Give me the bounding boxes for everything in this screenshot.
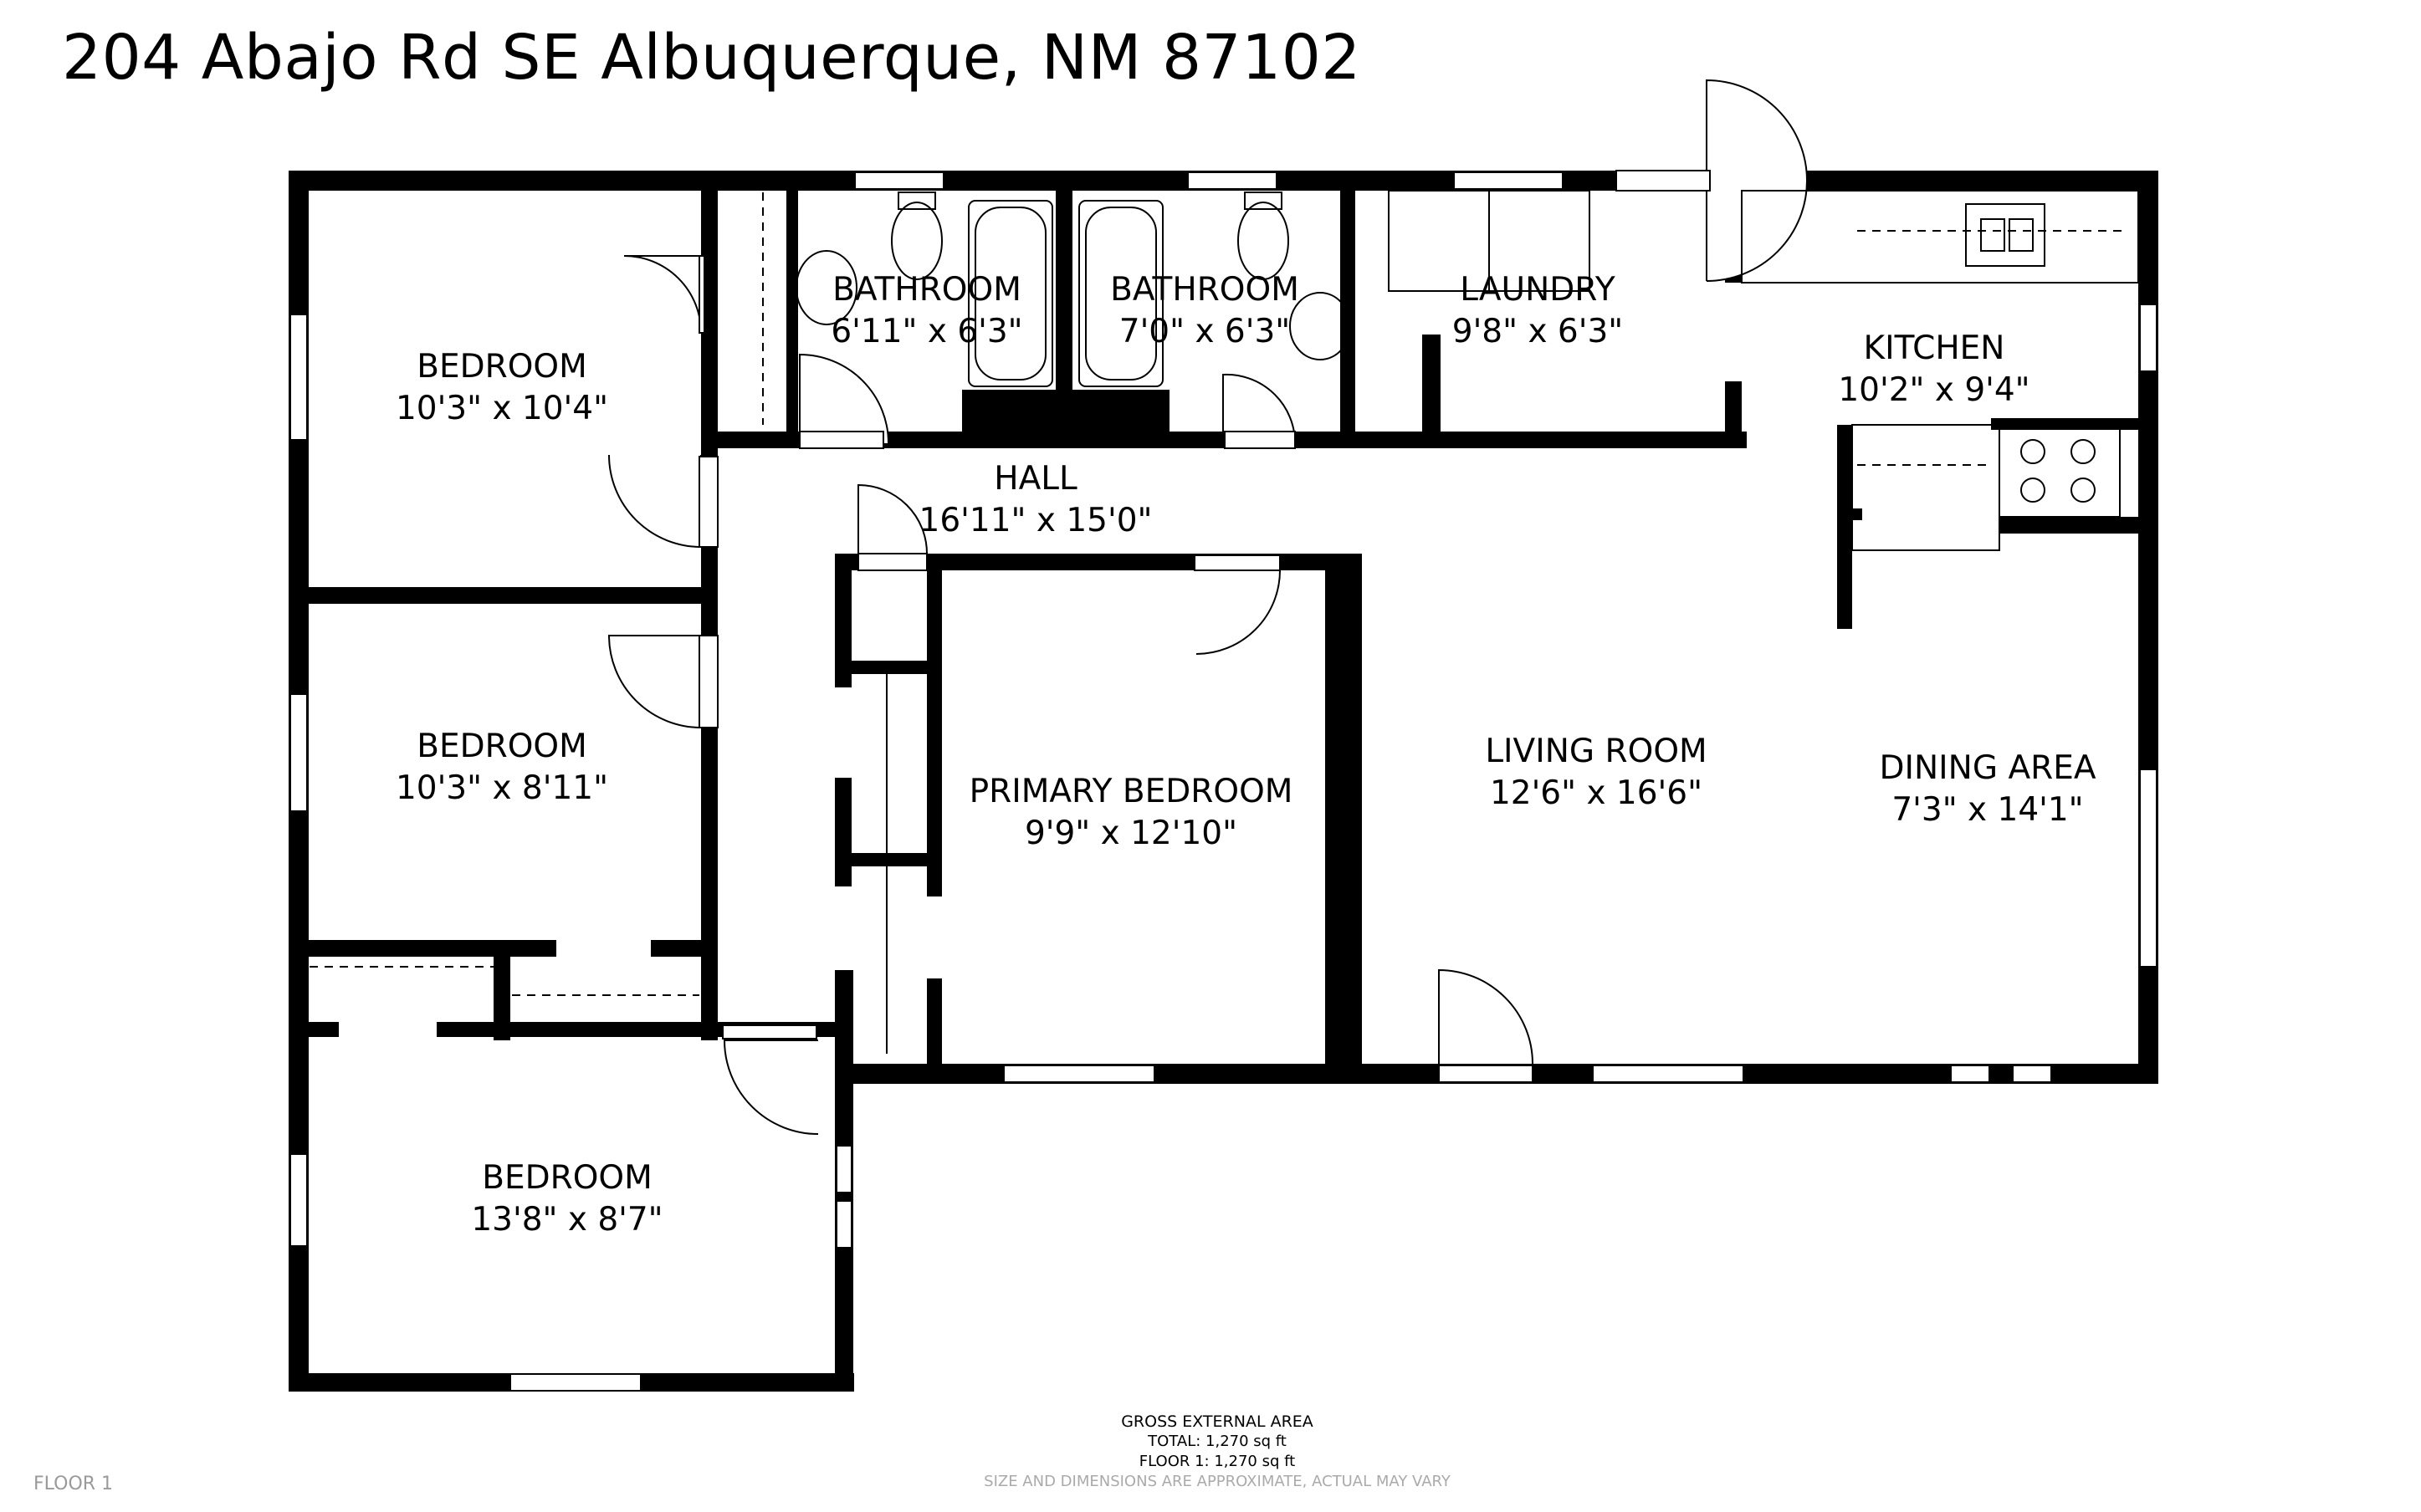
room-name: HALL (994, 460, 1077, 498)
page-title: 204 Abajo Rd SE Albuquerque, NM 87102 (62, 22, 1361, 94)
room-name: DINING AREA (1879, 749, 2096, 787)
area-disclaimer: SIZE AND DIMENSIONS ARE APPROXIMATE, ACT… (984, 1473, 1451, 1490)
room-size: 10'3" x 8'11" (395, 769, 609, 807)
room-name: LAUNDRY (1460, 271, 1615, 309)
area-heading: GROSS EXTERNAL AREA (1121, 1412, 1313, 1431)
area-total: TOTAL: 1,270 sq ft (1148, 1433, 1287, 1450)
room-label-primary-bedroom: PRIMARY BEDROOM 9'9" x 12'10" (970, 771, 1293, 855)
room-label-living-room: LIVING ROOM 12'6" x 16'6" (1485, 731, 1707, 815)
room-size: 16'11" x 15'0" (919, 502, 1153, 539)
room-name: BEDROOM (482, 1159, 653, 1197)
room-name: BATHROOM (1110, 271, 1299, 309)
room-size: 6'11" x 6'3" (831, 313, 1023, 350)
room-size: 10'2" x 9'4" (1838, 371, 2030, 409)
doors (607, 79, 1808, 1135)
room-label-bedroom-2: BEDROOM 10'3" x 8'11" (396, 726, 608, 810)
room-size: 12'6" x 16'6" (1489, 774, 1703, 812)
windows (289, 171, 2157, 1392)
room-label-kitchen: KITCHEN 10'2" x 9'4" (1838, 328, 2029, 411)
room-name: LIVING ROOM (1485, 733, 1707, 770)
room-size: 7'0" x 6'3" (1118, 313, 1291, 350)
room-label-bedroom-3: BEDROOM 13'8" x 8'7" (471, 1157, 663, 1241)
room-size: 9'8" x 6'3" (1451, 313, 1624, 350)
area-floor1: FLOOR 1: 1,270 sq ft (1139, 1453, 1296, 1470)
room-size: 10'3" x 10'4" (395, 390, 609, 427)
floor-label: FLOOR 1 (33, 1474, 114, 1494)
room-label-bedroom-1: BEDROOM 10'3" x 10'4" (396, 346, 608, 430)
room-name: KITCHEN (1863, 329, 2005, 367)
room-size: 13'8" x 8'7" (471, 1201, 663, 1239)
room-size: 9'9" x 12'10" (1024, 815, 1238, 852)
room-label-bathroom-2: BATHROOM 7'0" x 6'3" (1110, 269, 1299, 353)
room-name: BEDROOM (417, 348, 587, 386)
room-name: PRIMARY BEDROOM (969, 773, 1293, 810)
room-label-dining-area: DINING AREA 7'3" x 14'1" (1879, 748, 2096, 831)
room-name: BEDROOM (417, 728, 587, 765)
room-name: BATHROOM (832, 271, 1021, 309)
area-summary: GROSS EXTERNAL AREA TOTAL: 1,270 sq ft F… (984, 1412, 1451, 1492)
room-label-laundry: LAUNDRY 9'8" x 6'3" (1452, 269, 1623, 353)
room-label-bathroom-1: BATHROOM 6'11" x 6'3" (831, 269, 1022, 353)
fixtures (310, 190, 2139, 1054)
room-label-hall: HALL 16'11" x 15'0" (919, 458, 1153, 542)
room-size: 7'3" x 14'1" (1891, 791, 2084, 829)
